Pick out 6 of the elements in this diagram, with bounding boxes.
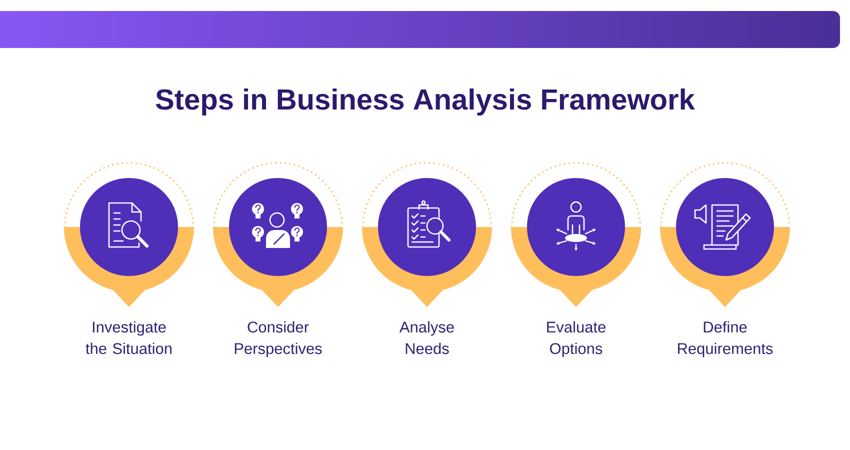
step-label: Consider Perspectives [234, 321, 322, 358]
step-label: Define Requirements [678, 321, 773, 358]
title: Steps in Business Analysis Framework [156, 88, 695, 116]
step-label: Analyse Needs [399, 321, 454, 354]
step-label: Investigate the Situation [86, 321, 172, 354]
step-label: Evaluate Options [547, 321, 606, 358]
